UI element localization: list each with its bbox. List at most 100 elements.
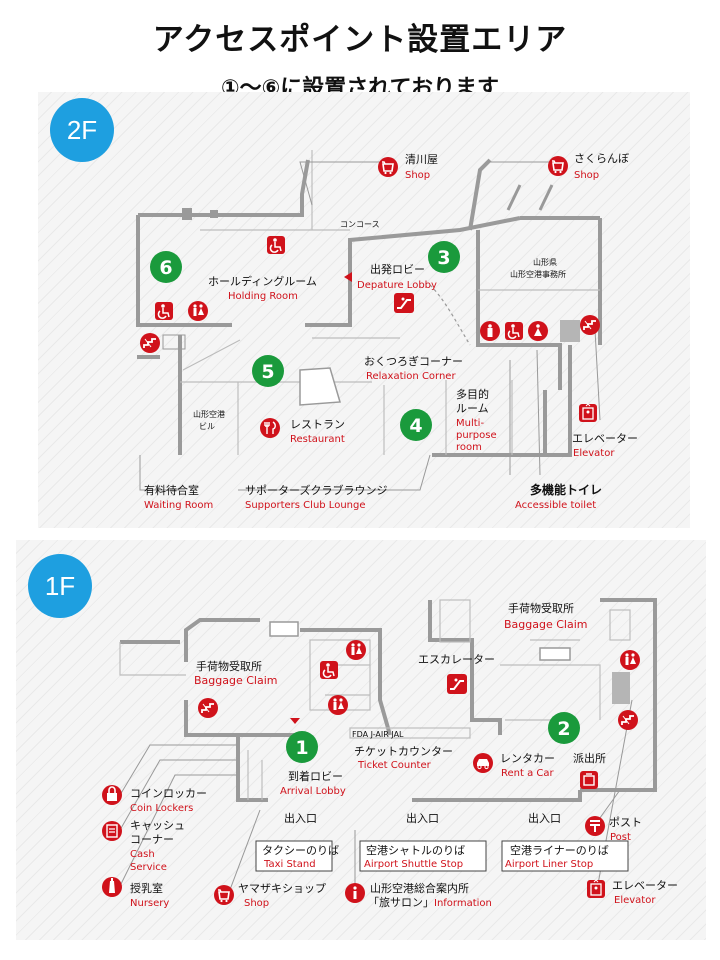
label-building-1: 山形空港 bbox=[193, 409, 225, 419]
label-multipurpose-en-1: Multi- bbox=[456, 418, 484, 429]
label-arrival-lobby-en: Arrival Lobby bbox=[280, 786, 346, 797]
label-accessible-toilet: 多機能トイレ bbox=[530, 482, 602, 497]
stairs-icon bbox=[617, 709, 639, 731]
access-point-marker-1: 1 bbox=[286, 731, 318, 763]
info-icon bbox=[345, 883, 365, 903]
floor-1f-map bbox=[16, 540, 706, 940]
label-ticket-counter: チケットカウンター bbox=[354, 745, 453, 758]
label-waiting-room: 有料待合室 bbox=[144, 483, 199, 497]
label-elevator-2f-en: Elevator bbox=[573, 448, 615, 459]
label-coin-lockers: コインロッカー bbox=[130, 787, 207, 800]
svg-text:5: 5 bbox=[261, 361, 274, 383]
label-multipurpose-en-2: purpose bbox=[456, 430, 497, 441]
label-information-en: Information bbox=[434, 898, 492, 909]
label-waiting-room-en: Waiting Room bbox=[144, 500, 213, 511]
label-holding-room: ホールディングルーム bbox=[208, 274, 317, 288]
label-departure-lobby: 出発ロビー bbox=[370, 262, 425, 276]
label-cash-1: キャッシュ bbox=[130, 819, 185, 832]
label-cash-en-2: Service bbox=[130, 862, 167, 873]
restroom-icon bbox=[346, 640, 366, 660]
label-nursery-en: Nursery bbox=[130, 898, 169, 909]
page-title: アクセスポイント設置エリア bbox=[152, 22, 568, 58]
label-nursery: 授乳室 bbox=[130, 881, 163, 895]
label-yamazaki-shop-en: Shop bbox=[244, 898, 269, 909]
label-exit-1: 出入口 bbox=[284, 811, 317, 825]
label-arrival-lobby: 到着ロビー bbox=[288, 769, 343, 783]
label-rental-car-en: Rent a Car bbox=[501, 768, 555, 779]
label-exit-2: 出入口 bbox=[406, 811, 439, 825]
direction-arrow-icon bbox=[344, 272, 352, 282]
label-relaxation-en: Relaxation Corner bbox=[366, 371, 456, 382]
label-concourse: コンコース bbox=[340, 220, 380, 229]
escalator-icon bbox=[446, 673, 468, 695]
floor-2f-badge: 2F bbox=[50, 98, 114, 162]
label-relaxation: おくつろぎコーナー bbox=[364, 354, 463, 368]
label-ticket-counter-en: Ticket Counter bbox=[357, 760, 432, 771]
label-cash-en-1: Cash bbox=[130, 849, 155, 860]
post-icon bbox=[584, 815, 606, 837]
svg-text:4: 4 bbox=[409, 415, 422, 437]
cash-icon bbox=[101, 820, 123, 842]
access-point-marker-4: 4 bbox=[400, 409, 432, 441]
label-elevator-1f: エレベーター bbox=[612, 879, 678, 892]
svg-text:3: 3 bbox=[437, 247, 450, 269]
label-restaurant: レストラン bbox=[290, 418, 345, 431]
locker-icon bbox=[101, 784, 123, 806]
label-counters: FDA J-AIR JAL bbox=[352, 730, 404, 739]
stairs-icon bbox=[197, 697, 219, 719]
label-post-en: Post bbox=[610, 832, 631, 843]
floor-2f-plan: 清川屋 Shop さくらんぼ Shop コンコース 山形県 山形空港事務所 ホー… bbox=[136, 150, 638, 511]
label-information: 山形空港総合案内所 bbox=[370, 881, 469, 895]
label-elevator-2f: エレベーター bbox=[572, 432, 638, 445]
floor-1f-badge: 1F bbox=[28, 554, 92, 618]
label-seisenya-en: Shop bbox=[405, 170, 430, 181]
label-multipurpose-1: 多目的 bbox=[456, 387, 489, 401]
label-baggage-claim-left-en: Baggage Claim bbox=[194, 674, 278, 687]
svg-text:1: 1 bbox=[295, 737, 308, 759]
label-accessible-toilet-en: Accessible toilet bbox=[515, 500, 596, 511]
label-building-2: ビル bbox=[199, 422, 215, 431]
nursery-icon bbox=[102, 877, 122, 897]
label-multipurpose-en-3: room bbox=[456, 442, 482, 453]
access-point-marker-3: 3 bbox=[428, 241, 460, 273]
label-shuttle-stop: 空港シャトルのりば bbox=[366, 843, 465, 857]
label-supporters-lounge-en: Supporters Club Lounge bbox=[245, 500, 366, 511]
label-taxi-stand: タクシーのりば bbox=[262, 844, 339, 857]
label-rental-car: レンタカー bbox=[500, 752, 555, 765]
svg-text:2: 2 bbox=[557, 718, 570, 740]
access-point-marker-5: 5 bbox=[252, 355, 284, 387]
label-baggage-claim-left: 手荷物受取所 bbox=[196, 659, 262, 673]
label-escalator: エスカレーター bbox=[418, 653, 495, 666]
label-multipurpose-2: ルーム bbox=[456, 402, 489, 415]
restroom-icon bbox=[620, 650, 640, 670]
label-liner-stop: 空港ライナーのりば bbox=[510, 843, 609, 857]
label-shuttle-stop-en: Airport Shuttle Stop bbox=[364, 859, 463, 870]
label-office-1: 山形県 bbox=[533, 257, 557, 267]
wheelchair-icon bbox=[319, 660, 339, 680]
restroom-icon bbox=[328, 695, 348, 715]
label-tabi-salon: 「旅サロン」 bbox=[368, 895, 434, 909]
label-baggage-claim-right-en: Baggage Claim bbox=[504, 618, 588, 631]
label-baggage-claim-right: 手荷物受取所 bbox=[508, 601, 574, 615]
access-point-marker-6: 6 bbox=[150, 251, 182, 283]
label-cash-2: コーナー bbox=[130, 833, 174, 846]
shop-icon bbox=[213, 884, 235, 906]
label-departure-lobby-en: Depature Lobby bbox=[357, 280, 437, 291]
label-coin-lockers-en: Coin Lockers bbox=[130, 803, 193, 814]
floor-2f-map bbox=[38, 92, 690, 528]
police-icon bbox=[579, 770, 599, 790]
label-taxi-stand-en: Taxi Stand bbox=[263, 859, 316, 870]
label-post: ポスト bbox=[609, 816, 642, 829]
label-office-2: 山形空港事務所 bbox=[510, 269, 566, 279]
label-sakuranbo-en: Shop bbox=[574, 170, 599, 181]
access-point-marker-2: 2 bbox=[548, 712, 580, 744]
label-seisenya: 清川屋 bbox=[405, 153, 438, 166]
label-elevator-1f-en: Elevator bbox=[614, 895, 656, 906]
label-liner-stop-en: Airport Liner Stop bbox=[505, 859, 593, 870]
svg-text:6: 6 bbox=[159, 257, 172, 279]
label-sakuranbo: さくらんぼ bbox=[574, 152, 629, 165]
label-restaurant-en: Restaurant bbox=[290, 434, 345, 445]
label-holding-room-en: Holding Room bbox=[228, 291, 298, 302]
direction-arrow-icon bbox=[290, 718, 300, 724]
